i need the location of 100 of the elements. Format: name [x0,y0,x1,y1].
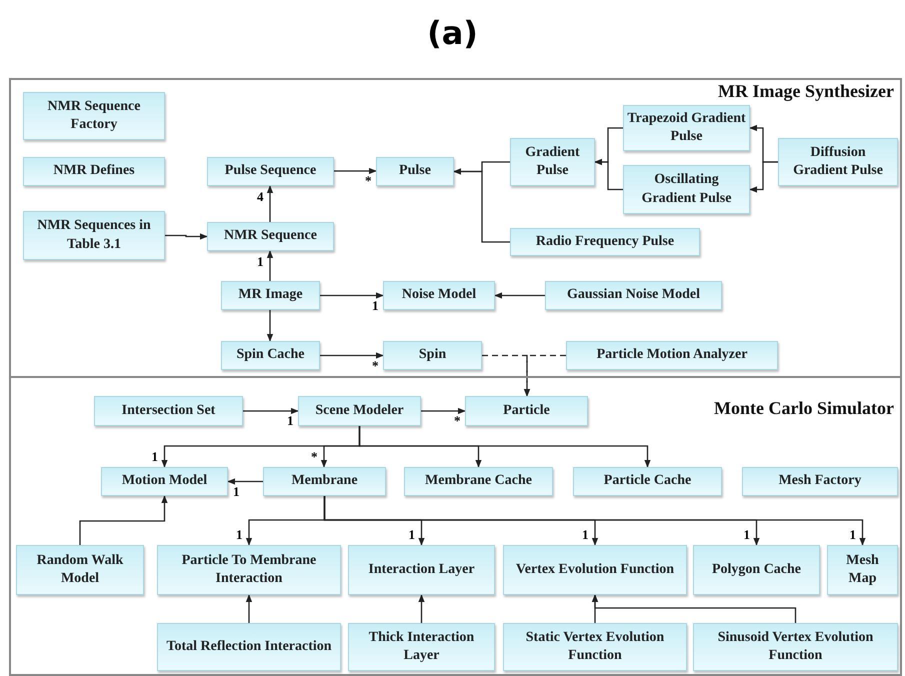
multiplicity-label: 1 [408,528,416,541]
class-name: Gaussian Noise Model [566,286,701,304]
class-name: Diffusion Gradient Pulse [792,144,884,180]
class-box [376,157,454,186]
class-box [221,281,320,310]
class-name: Scene Modeler [314,402,405,420]
class-box [510,228,700,256]
class-name: Total Reflection Interaction [165,638,333,656]
multiplicity-label: 1 [150,450,159,463]
class-box [383,281,495,310]
class-name: Vertex Evolution Function [514,560,676,579]
class-name: Pulse Sequence [224,162,318,180]
connector-arrow [524,354,566,397]
class-box [623,165,750,214]
connector-arrow [749,161,778,193]
section-title: Monte Carlo Simulator [714,398,894,418]
connector-arrow [418,594,425,623]
section-panel [9,78,902,378]
class-name: Trapezoid Gradient Pulse [626,110,747,146]
connector-arrow [453,168,510,243]
class-box [23,211,165,260]
class-box [263,467,386,496]
class-box [298,396,421,426]
class-name: Particle Cache [602,472,692,490]
connector-arrow [246,594,252,623]
class-name: Mesh Map [845,552,880,588]
connector-arrow [324,496,866,546]
class-name: Spin Cache [235,346,306,364]
class-name: Membrane [290,472,359,490]
class-name: MR Image [237,286,304,304]
class-name: NMR Sequence Factory [46,98,142,134]
class-box [383,341,482,370]
class-box [465,396,588,426]
class-name: Particle Motion Analyzer [596,346,748,364]
class-name: Intersection Set [120,402,216,420]
connector-arrow [266,310,274,342]
multiplicity-label: 1 [235,528,244,541]
class-box [573,467,722,496]
class-name: Membrane Cache [424,472,533,490]
class-box [742,467,898,496]
class-box [348,623,495,671]
class-name: Sinusoid Vertex Evolution Function [716,628,874,665]
connector-arrow [494,292,545,299]
class-name: Thick Interaction Layer [368,628,476,665]
multiplicity-label: 1 [581,528,590,541]
class-box [778,138,898,186]
class-box [503,545,687,595]
class-box [693,545,820,595]
multiplicity-label: 1 [742,528,751,541]
connector-arrow [358,426,651,468]
class-name: Motion Model [120,472,208,490]
multiplicity-label: 1 [286,414,294,427]
class-name: Random Walk Model [36,552,124,588]
connector-arrow [334,168,377,174]
class-box [348,545,495,595]
connector-arrow [421,408,466,414]
class-box [157,545,341,595]
class-name: Interaction Layer [367,560,476,579]
class-box [207,222,334,251]
class-box [503,623,687,671]
class-box [545,281,722,310]
multiplicity-label: 1 [371,298,380,312]
class-box [827,545,898,595]
class-name: Oscillating Gradient Pulse [640,171,732,208]
class-name: Spin [418,346,448,364]
section-title: MR Image Synthesizer [718,81,894,101]
class-name: Noise Model [400,286,478,304]
connector-arrow [594,158,623,190]
class-name: Pulse [398,162,432,180]
class-box [221,341,320,370]
connector-arrow [243,408,299,414]
class-box [16,545,144,595]
class-box [404,467,553,496]
section-panel [9,376,902,676]
class-name: Mesh Factory [778,472,862,490]
connector-arrow [266,250,274,281]
multiplicity-label: 1 [256,255,264,268]
class-box [157,623,341,671]
class-name: NMR Defines [52,162,136,180]
class-box [566,341,778,370]
class-name: Polygon Cache [710,560,802,579]
class-name: Radio Frequency Pulse [534,232,676,251]
class-box [510,138,595,186]
class-box [23,92,165,140]
multiplicity-label: 4 [256,190,264,203]
class-name: Particle To Membrane Interaction [180,552,318,588]
multiplicity-label: 1 [232,484,240,498]
connector-arrow [227,478,263,485]
class-name: Particle [502,402,551,420]
class-box [207,157,334,186]
class-box [94,396,243,426]
class-box [101,467,228,496]
connector-arrow [79,495,168,545]
connector-arrow [320,352,384,359]
class-name: NMR Sequences in Table 3.1 [36,217,152,254]
class-name: Gradient Pulse [524,144,581,180]
panel-label: (a) [427,14,478,52]
class-box [693,623,898,671]
connector-arrow [320,292,384,299]
class-box [23,157,165,186]
